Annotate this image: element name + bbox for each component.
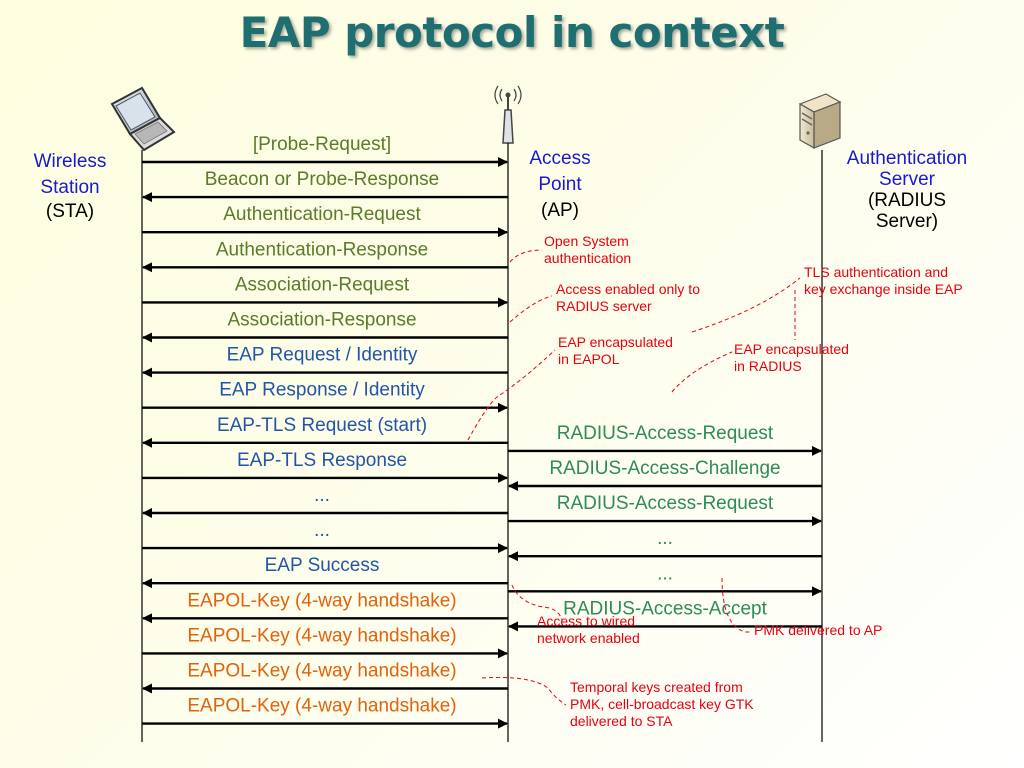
message-label: ... bbox=[657, 528, 673, 549]
sta-ap-message: ... bbox=[142, 485, 508, 518]
sta-ap-message: Authentication-Request bbox=[142, 204, 508, 238]
note-line: authentication bbox=[544, 250, 631, 266]
ap-server-message: RADIUS-Access-Request bbox=[508, 493, 822, 527]
ap-name-line2: Point bbox=[538, 174, 582, 195]
note-wired-access: Access to wired network enabled bbox=[537, 613, 640, 646]
note-line: Open System bbox=[544, 233, 629, 249]
message-label: ... bbox=[314, 520, 330, 541]
sta-ap-message: Authentication-Response bbox=[142, 239, 508, 273]
note-eap-in-radius: EAP encapsulated in RADIUS bbox=[734, 341, 849, 374]
ap-abbr: (AP) bbox=[541, 200, 579, 221]
sta-ap-message: Beacon or Probe-Response bbox=[142, 169, 508, 203]
message-label: ... bbox=[657, 563, 673, 584]
message-label: EAP Request / Identity bbox=[227, 345, 418, 366]
note-line: key exchange inside EAP bbox=[804, 281, 963, 297]
note-line: delivered to STA bbox=[570, 713, 673, 729]
sta-ap-message: ... bbox=[142, 520, 508, 554]
ap-server-message: RADIUS-Access-Accept bbox=[508, 598, 822, 632]
sta-name-line1: Wireless bbox=[33, 151, 107, 172]
message-label: RADIUS-Access-Request bbox=[557, 423, 774, 444]
sta-name-line2: Station bbox=[40, 177, 100, 198]
sta-ap-message: EAPOL-Key (4-way handshake) bbox=[142, 625, 508, 659]
note-line: TLS authentication and bbox=[804, 264, 948, 280]
note-eap-in-eapol: EAP encapsulated in EAPOL bbox=[558, 334, 673, 367]
note-line: EAP encapsulated bbox=[734, 341, 849, 357]
sta-ap-message: [Probe-Request] bbox=[142, 134, 508, 167]
message-label: EAPOL-Key (4-way handshake) bbox=[187, 661, 456, 682]
note-line: PMK delivered to AP bbox=[754, 622, 882, 638]
message-label: EAPOL-Key (4-way handshake) bbox=[187, 590, 456, 611]
server-name-line1: Authentication bbox=[846, 148, 968, 169]
note-line: EAP encapsulated bbox=[558, 334, 673, 350]
sta-ap-message: Association-Request bbox=[142, 274, 508, 308]
laptop-icon bbox=[110, 86, 176, 152]
note-temporal-keys: Temporal keys created from PMK, cell-bro… bbox=[570, 679, 754, 729]
server-label: Authentication Server (RADIUS Server) bbox=[826, 148, 988, 232]
message-label: EAP-TLS Response bbox=[237, 450, 407, 471]
sta-label: Wireless Station (STA) bbox=[18, 151, 122, 223]
sta-ap-message: EAP-TLS Response bbox=[142, 450, 508, 483]
antenna-icon bbox=[494, 85, 522, 144]
note-access-radius: Access enabled only to RADIUS server bbox=[556, 281, 700, 314]
note-line: PMK, cell-broadcast key GTK bbox=[570, 696, 754, 712]
message-label: Authentication-Request bbox=[223, 204, 421, 225]
message-label: [Probe-Request] bbox=[253, 134, 391, 155]
server-icon bbox=[798, 93, 842, 150]
note-open-system: Open System authentication bbox=[544, 233, 631, 266]
message-label: Association-Request bbox=[235, 274, 410, 295]
ap-label: Access Point (AP) bbox=[510, 148, 610, 222]
sta-abbr: (STA) bbox=[45, 201, 95, 222]
sta-ap-message: EAP Success bbox=[142, 555, 508, 589]
ap-name-line1: Access bbox=[529, 148, 591, 169]
ap-server-message: ... bbox=[508, 563, 822, 597]
message-label: EAP-TLS Request (start) bbox=[217, 415, 427, 436]
note-line: Access to wired bbox=[537, 613, 635, 629]
note-tls-exchange: TLS authentication and key exchange insi… bbox=[804, 264, 963, 297]
note-line: in RADIUS bbox=[734, 358, 802, 374]
ap-server-message: RADIUS-Access-Challenge bbox=[508, 458, 822, 491]
sta-ap-message: EAPOL-Key (4-way handshake) bbox=[142, 696, 508, 729]
message-label: RADIUS-Access-Request bbox=[557, 493, 774, 514]
message-label: Beacon or Probe-Response bbox=[205, 169, 439, 190]
message-label: RADIUS-Access-Accept bbox=[563, 598, 767, 619]
message-label: EAPOL-Key (4-way handshake) bbox=[187, 625, 456, 646]
note-line: Access enabled only to bbox=[556, 281, 700, 297]
message-label: ... bbox=[314, 485, 330, 506]
note-line: RADIUS server bbox=[556, 298, 652, 314]
sta-ap-message: EAPOL-Key (4-way handshake) bbox=[142, 590, 508, 624]
message-label: EAP Response / Identity bbox=[219, 380, 425, 401]
note-line: network enabled bbox=[537, 630, 640, 646]
sta-ap-message: EAP-TLS Request (start) bbox=[142, 415, 508, 448]
ap-server-message: ... bbox=[508, 528, 822, 562]
server-abbr-line1: (RADIUS bbox=[867, 190, 947, 211]
server-name-line2: Server bbox=[879, 169, 935, 190]
sta-ap-message: Association-Response bbox=[142, 310, 508, 343]
message-label: RADIUS-Access-Challenge bbox=[549, 458, 780, 479]
sta-ap-message: EAPOL-Key (4-way handshake) bbox=[142, 661, 508, 694]
note-pmk-delivered: PMK delivered to AP bbox=[754, 622, 882, 638]
note-line: Temporal keys created from bbox=[570, 679, 743, 695]
page-title: EAP protocol in context bbox=[239, 8, 785, 57]
server-abbr-line2: Server) bbox=[875, 211, 939, 232]
note-line: in EAPOL bbox=[558, 351, 620, 367]
message-label: EAPOL-Key (4-way handshake) bbox=[187, 696, 456, 717]
message-label: Association-Response bbox=[227, 310, 416, 331]
sta-ap-message: EAP Request / Identity bbox=[142, 345, 508, 378]
ap-server-message: RADIUS-Access-Request bbox=[508, 423, 822, 456]
sta-ap-message: EAP Response / Identity bbox=[142, 380, 508, 413]
message-label: EAP Success bbox=[265, 555, 380, 576]
note-connectors bbox=[467, 249, 801, 706]
message-label: Authentication-Response bbox=[216, 239, 428, 260]
